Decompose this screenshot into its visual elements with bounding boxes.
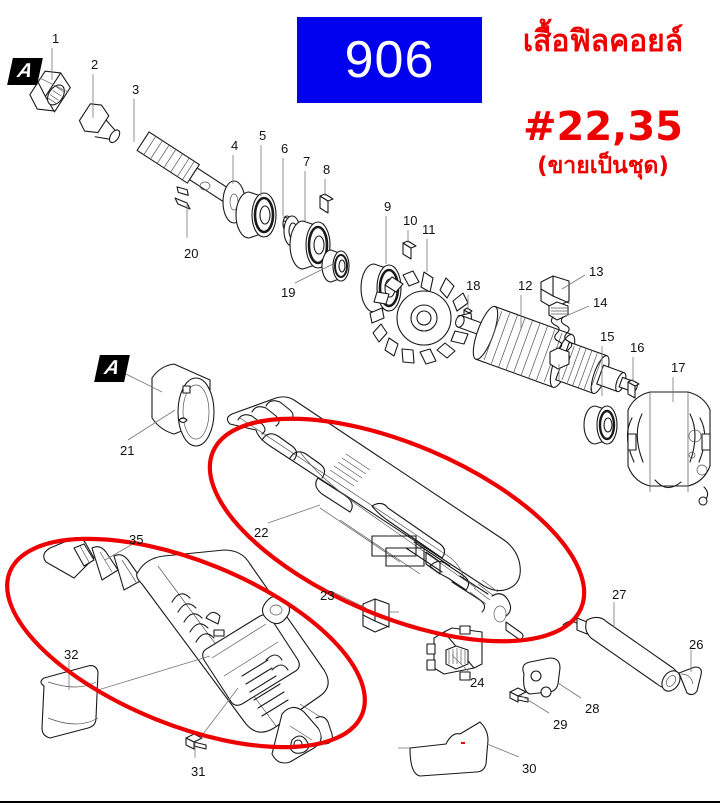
part-group-armature [455, 305, 638, 395]
highlight-markers [5, 416, 587, 750]
callout-number-35: 35 [129, 532, 144, 547]
callout-number-4: 4 [231, 138, 239, 153]
callout-number-18: 18 [466, 278, 481, 293]
callout-number-6: 6 [281, 141, 289, 156]
callout-number-26: 26 [689, 637, 704, 652]
leader-line-23 [332, 591, 367, 609]
part-group-assembled-tool [43, 537, 333, 764]
part-code-label: #22,35 [522, 104, 684, 150]
callout-number-24: 24 [470, 675, 485, 690]
callout-number-11: 11 [422, 222, 436, 237]
part-group-fan [369, 270, 473, 365]
model-number-badge: 906 [297, 17, 482, 103]
callout-number-9: 9 [384, 199, 392, 214]
part-title-thai: เสื้อฟิลคอยล์ [522, 24, 684, 59]
callout-number-3: 3 [132, 82, 140, 97]
callout-number-16: 16 [630, 340, 645, 355]
leader-line-35 [104, 544, 132, 561]
callout-number-19: 19 [281, 285, 296, 300]
callout-number-7: 7 [303, 154, 311, 169]
section-marker-a-top: A [7, 58, 43, 85]
highlight-ellipse-part-22 [207, 416, 587, 644]
section-marker-a-cover: A [94, 355, 130, 382]
part-group-bearings [222, 180, 473, 328]
callout-number-32: 32 [64, 647, 79, 662]
callout-leader-lines [51, 48, 692, 758]
callout-number-13: 13 [589, 264, 604, 279]
callout-number-20: 20 [184, 246, 199, 261]
leader-line-30 [486, 743, 520, 758]
callout-number-8: 8 [323, 162, 331, 177]
part-group-screw [185, 733, 207, 750]
callout-number-2: 2 [91, 57, 99, 72]
section-marker-leaders [39, 77, 163, 393]
highlight-ellipse-part-35 [5, 536, 367, 750]
part-group-terminal [509, 657, 561, 703]
callout-number-23: 23 [320, 588, 335, 603]
leader-line-21 [127, 409, 176, 441]
leader-line-14 [565, 305, 590, 317]
callout-number-30: 30 [522, 761, 537, 776]
part-group-cord [562, 616, 702, 696]
callout-number-17: 17 [671, 360, 686, 375]
sold-as-set-note: (ขายเป็นชุด) [537, 153, 669, 179]
part-group-brush [540, 275, 573, 380]
callout-number-27: 27 [612, 587, 627, 602]
callout-number-10: 10 [403, 213, 418, 228]
page-bottom-rule [0, 801, 720, 803]
leader-line-28 [557, 682, 582, 699]
part-group-cover [151, 363, 215, 447]
callout-number-5: 5 [259, 128, 267, 143]
leader-line-13 [561, 274, 586, 290]
part-group-nameplate [398, 721, 489, 777]
callout-number-22: 22 [254, 525, 269, 540]
callout-number-28: 28 [585, 701, 600, 716]
model-number-text: 906 [344, 31, 435, 89]
leader-line-29 [519, 694, 550, 714]
leader-line-24 [451, 654, 469, 672]
part-group-side-plate [40, 665, 99, 739]
leader-line-19 [294, 263, 334, 284]
callout-number-31: 31 [191, 764, 206, 779]
callout-number-14: 14 [593, 295, 608, 310]
callout-number-21: 21 [120, 443, 135, 458]
callout-number-1: 1 [52, 31, 60, 46]
callout-number-12: 12 [518, 278, 533, 293]
callout-number-15: 15 [600, 329, 615, 344]
leader-line-22 [267, 504, 321, 524]
callout-number-29: 29 [553, 717, 568, 732]
part-group-field [583, 379, 711, 506]
